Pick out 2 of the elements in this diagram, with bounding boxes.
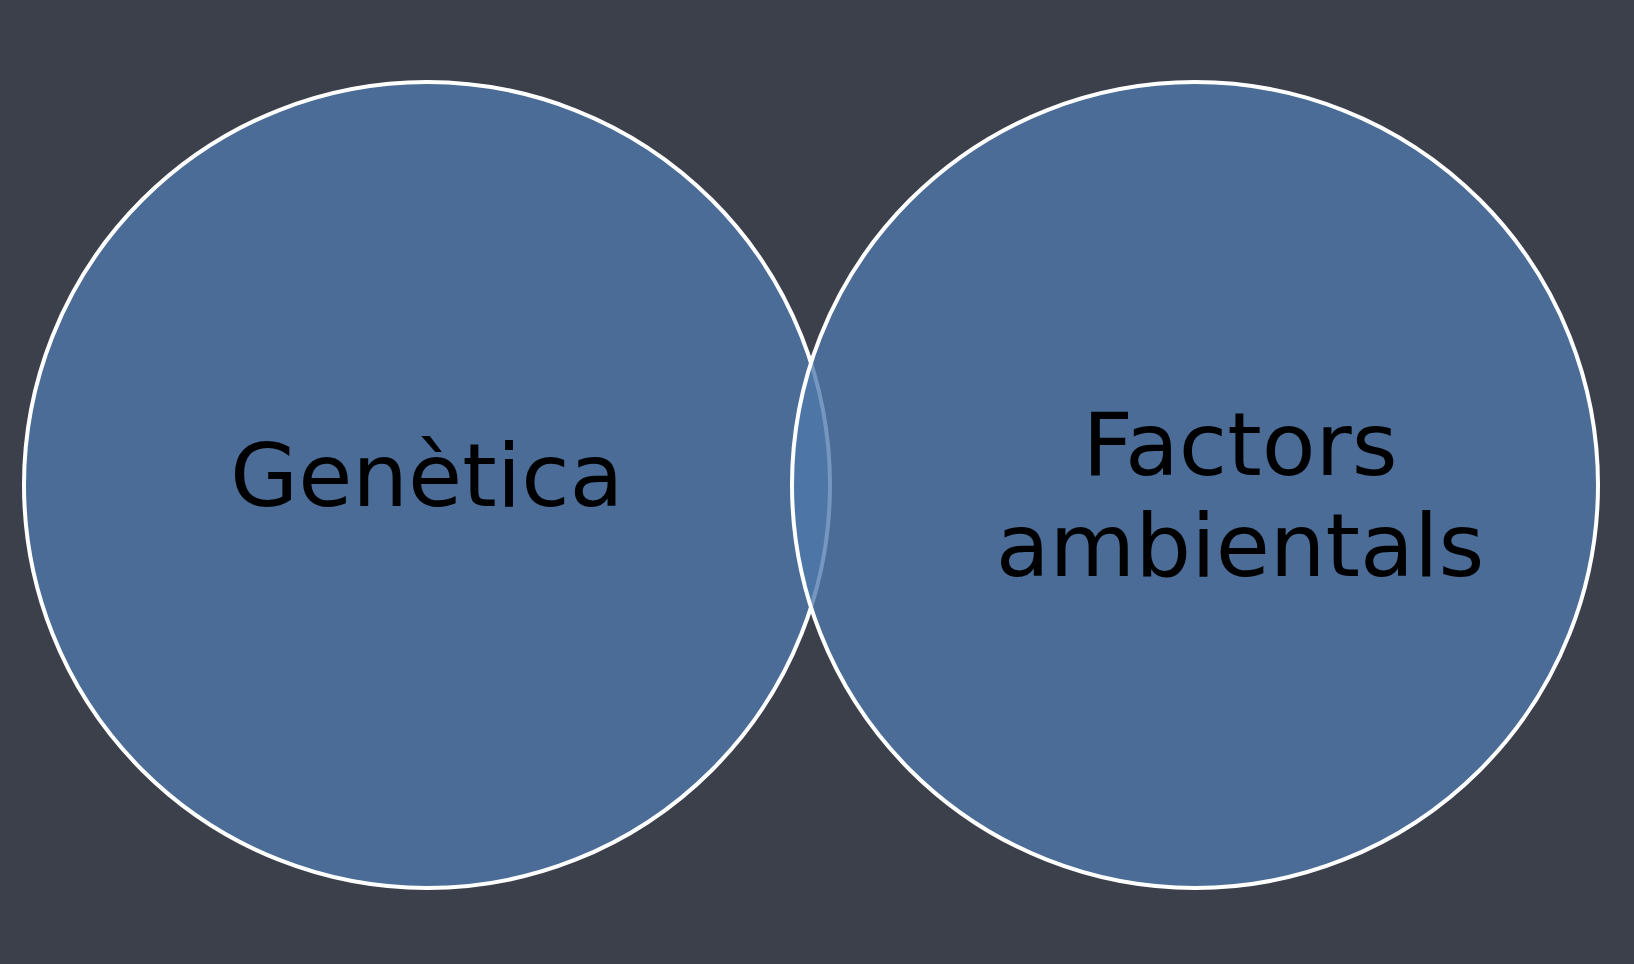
circle-label: Genètica	[230, 424, 624, 526]
circle-label: Factors ambientals	[994, 394, 1486, 597]
